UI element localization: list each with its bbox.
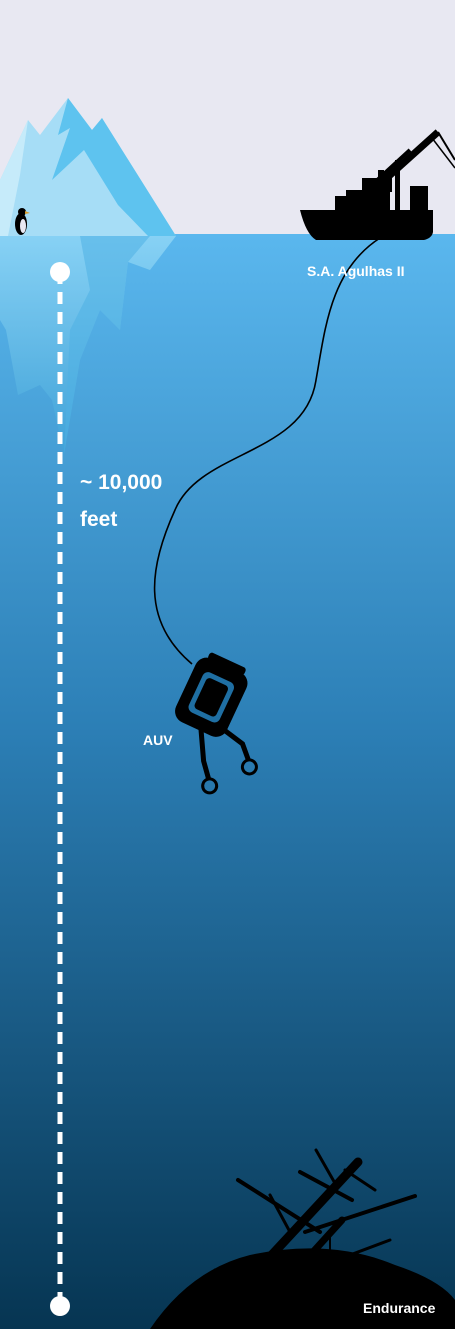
wreck-label: Endurance [363,1300,436,1316]
ship-label: S.A. Agulhas II [307,263,405,279]
depth-label-line1: ~ 10,000 [80,471,162,494]
depth-marker-top-dot [50,262,70,282]
depth-marker-bottom-dot [50,1296,70,1316]
auv-label: AUV [143,732,173,748]
depth-label-line2: feet [80,508,117,531]
